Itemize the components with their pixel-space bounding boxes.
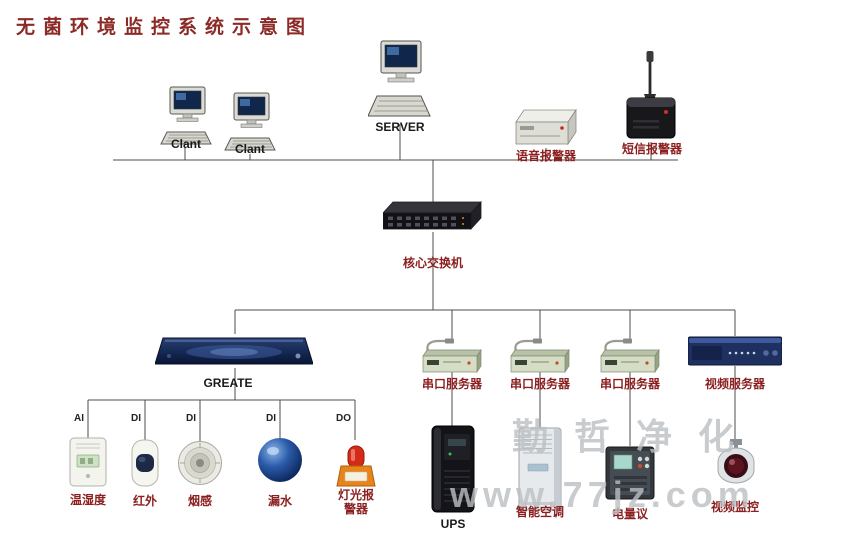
core-switch-node — [383, 198, 483, 236]
core-switch-icon — [383, 200, 482, 231]
sms-alarm-icon — [626, 51, 676, 139]
video-camera-node — [710, 438, 762, 492]
client1-label: Clant — [171, 137, 201, 151]
client2-label: Clant — [235, 142, 265, 156]
greate-label: GREATE — [203, 376, 253, 390]
infrared-sensor-node — [125, 438, 165, 488]
diagram-title: 无菌环境监控系统示意图 — [16, 17, 314, 38]
smart-ac-icon — [518, 427, 562, 511]
client1-node — [160, 86, 212, 148]
video-server-icon — [688, 336, 782, 366]
client2-node — [224, 92, 276, 154]
port-tag-ai: AI — [74, 413, 84, 424]
ups-label: UPS — [440, 517, 466, 531]
serial-server2-node — [505, 338, 575, 374]
serial-server2-label: 串口服务器 — [509, 377, 570, 391]
port-tag-di2: DI — [186, 413, 196, 424]
server-node — [368, 40, 432, 124]
smoke-label: 烟感 — [187, 494, 212, 508]
sms-alarm-node — [620, 50, 682, 142]
video-server-label: 视频服务器 — [704, 377, 765, 391]
server-computer-icon — [368, 40, 431, 117]
infrared-sensor-icon — [131, 439, 159, 487]
port-tag-do: DO — [336, 413, 351, 424]
greate-controller-icon — [155, 337, 313, 365]
serial-server-icon — [600, 338, 660, 374]
server-label: SERVER — [375, 120, 425, 134]
serial-server-icon — [510, 338, 570, 374]
core-switch-label: 核心交换机 — [402, 256, 463, 270]
client-computer-icon — [160, 86, 212, 145]
ups-icon — [431, 425, 475, 513]
video-camera-icon — [717, 439, 755, 484]
infrared-label: 红外 — [132, 494, 157, 508]
serial-server3-node — [595, 338, 665, 374]
ups-node — [430, 424, 476, 514]
serial-server3-label: 串口服务器 — [599, 377, 660, 391]
voice-alarm-label: 语音报警器 — [515, 149, 576, 163]
power-meter-node — [604, 444, 656, 502]
smart-ac-node — [516, 426, 564, 512]
power-meter-icon — [605, 446, 655, 500]
temp-humidity-sensor-node — [66, 436, 110, 488]
water-leak-sensor-node — [256, 436, 304, 484]
video-monitor-label: 视频监控 — [710, 500, 759, 514]
smoke-sensor-icon — [178, 441, 222, 485]
port-tag-di3: DI — [266, 413, 276, 424]
serial-server-icon — [422, 338, 482, 374]
water-leak-label: 漏水 — [267, 494, 292, 508]
video-server-node — [688, 334, 782, 368]
sms-alarm-label: 短信报警器 — [621, 142, 682, 156]
port-tag-di1: DI — [131, 413, 141, 424]
serial-server1-node — [417, 338, 487, 374]
power-meter-label: 电量议 — [611, 507, 648, 521]
voice-alarm-node — [512, 106, 580, 148]
light-alarm-node — [331, 438, 381, 488]
greate-controller-node — [155, 330, 313, 370]
smoke-sensor-node — [177, 440, 223, 486]
temp-humidity-label: 温湿度 — [69, 493, 106, 507]
client-computer-icon — [224, 92, 276, 151]
water-leak-sensor-icon — [258, 438, 302, 482]
smart-ac-label: 智能空调 — [515, 505, 564, 519]
light-alarm-icon — [336, 445, 376, 487]
temp-humidity-sensor-icon — [69, 437, 107, 487]
light-alarm-label: 灯光报警器 — [337, 488, 374, 517]
serial-server1-label: 串口服务器 — [421, 377, 482, 391]
voice-alarm-icon — [515, 108, 577, 146]
